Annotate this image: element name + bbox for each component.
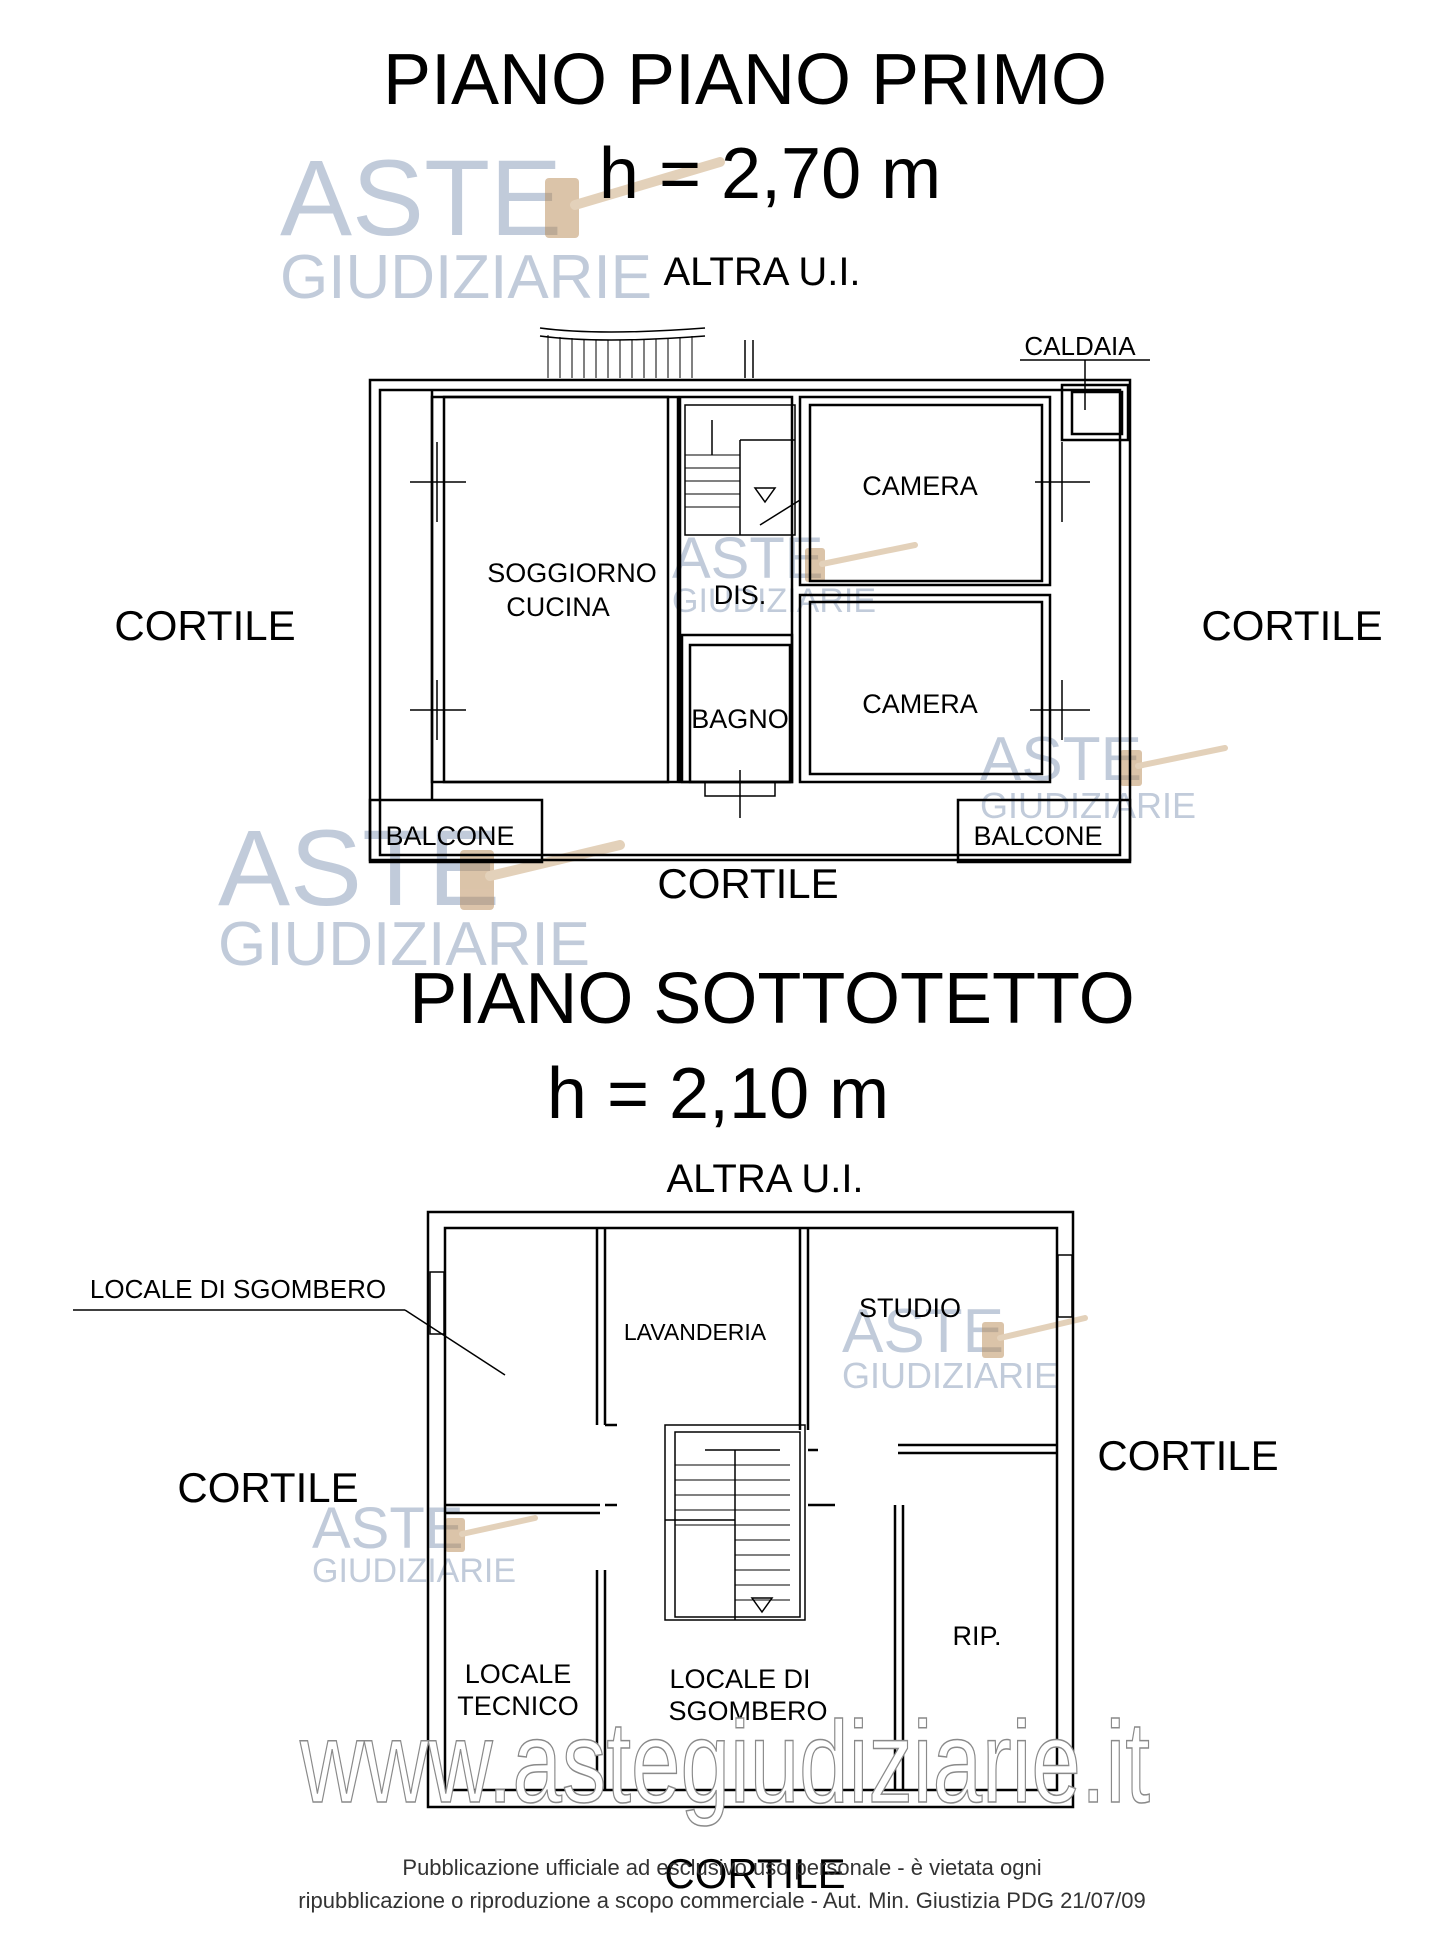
footer-line-2: ripubblicazione o riproduzione a scopo c… [298, 1888, 1145, 1913]
internal-stair [684, 404, 801, 536]
camera-2-label: CAMERA [862, 689, 978, 719]
watermark-brand-top: ASTE [842, 1297, 1004, 1366]
watermark-logo-1: ASTE GIUDIZIARIE [280, 137, 725, 312]
attic-floor-walls [426, 1210, 1075, 1809]
watermark-brand-top: ASTE [218, 807, 500, 928]
upper-cortile-bottom: CORTILE [657, 860, 838, 907]
watermark-logo-2: ASTE GIUDIZIARIE [672, 526, 918, 620]
upper-floor-height: h = 2,70 m [599, 134, 941, 214]
balcone-left-label: BALCONE [385, 821, 514, 851]
watermark-brand-top: ASTE [280, 137, 562, 258]
gavel-icon [545, 157, 725, 238]
attic-floor-title: PIANO SOTTOTETTO [409, 959, 1134, 1039]
upper-cortile-left: CORTILE [114, 602, 295, 649]
watermark-url: www.astegiudiziarie.it [299, 1697, 1150, 1827]
upper-floor-title: PIANO PIANO PRIMO [383, 40, 1107, 120]
external-stair [539, 327, 754, 378]
watermark-brand-top: ASTE [980, 725, 1142, 794]
upper-cortile-right: CORTILE [1201, 602, 1382, 649]
soggiorno-label: SOGGIORNO [487, 558, 657, 588]
footer-line-1: Pubblicazione ufficiale ad esclusivo uso… [402, 1855, 1041, 1880]
gavel-icon [805, 542, 918, 582]
watermark-brand-bottom: GIUDIZIARIE [842, 1355, 1058, 1396]
watermark-logo-6: ASTE GIUDIZIARIE [312, 1496, 538, 1590]
gavel-icon [1120, 745, 1228, 786]
upper-floor-walls [368, 378, 1132, 862]
watermark-brand-top: ASTE [672, 526, 824, 591]
balcone-right-label: BALCONE [973, 821, 1102, 851]
upper-windows [410, 442, 1090, 818]
locale-tecnico-label-2: TECNICO [457, 1691, 579, 1721]
gavel-icon [982, 1315, 1088, 1358]
watermark-brand-top: ASTE [312, 1496, 464, 1561]
bagno-label: BAGNO [691, 704, 789, 734]
dis-label: DIS. [714, 580, 767, 610]
watermark-brand-bottom: GIUDIZIARIE [980, 785, 1196, 826]
locale-sgombero-label-1: LOCALE DI [669, 1664, 810, 1694]
rip-label: RIP. [952, 1621, 1001, 1651]
cucina-label: CUCINA [506, 592, 610, 622]
attic-cortile-left: CORTILE [177, 1464, 358, 1511]
watermark-logo-3: ASTE GIUDIZIARIE [980, 725, 1228, 826]
attic-cortile-right: CORTILE [1097, 1432, 1278, 1479]
locale-sgombero-label-2: SGOMBERO [668, 1696, 827, 1726]
watermark-logo-5: ASTE GIUDIZIARIE [842, 1297, 1088, 1396]
attic-altra-label: ALTRA U.I. [666, 1157, 863, 1201]
attic-cortile-bottom: CORTILE [664, 1850, 845, 1897]
attic-floor-height: h = 2,10 m [547, 1054, 889, 1134]
locale-tecnico-label-1: LOCALE [465, 1659, 572, 1689]
lavanderia-label: LAVANDERIA [624, 1319, 767, 1345]
studio-label: STUDIO [859, 1293, 961, 1323]
watermark-brand-bottom: GIUDIZIARIE [312, 1552, 516, 1590]
caldaia-label: CALDAIA [1024, 331, 1136, 361]
attic-stair [664, 1424, 806, 1621]
upper-altra-label: ALTRA U.I. [663, 250, 860, 294]
upper-balconies [368, 798, 1132, 864]
camera-1-label: CAMERA [862, 471, 978, 501]
gavel-icon [445, 1515, 538, 1552]
locale-sgombero-callout: LOCALE DI SGOMBERO [90, 1274, 386, 1304]
attic-windows [429, 1254, 1073, 1335]
watermark-brand-bottom: GIUDIZIARIE [280, 243, 652, 312]
watermark-brand-bottom: GIUDIZIARIE [218, 910, 590, 979]
